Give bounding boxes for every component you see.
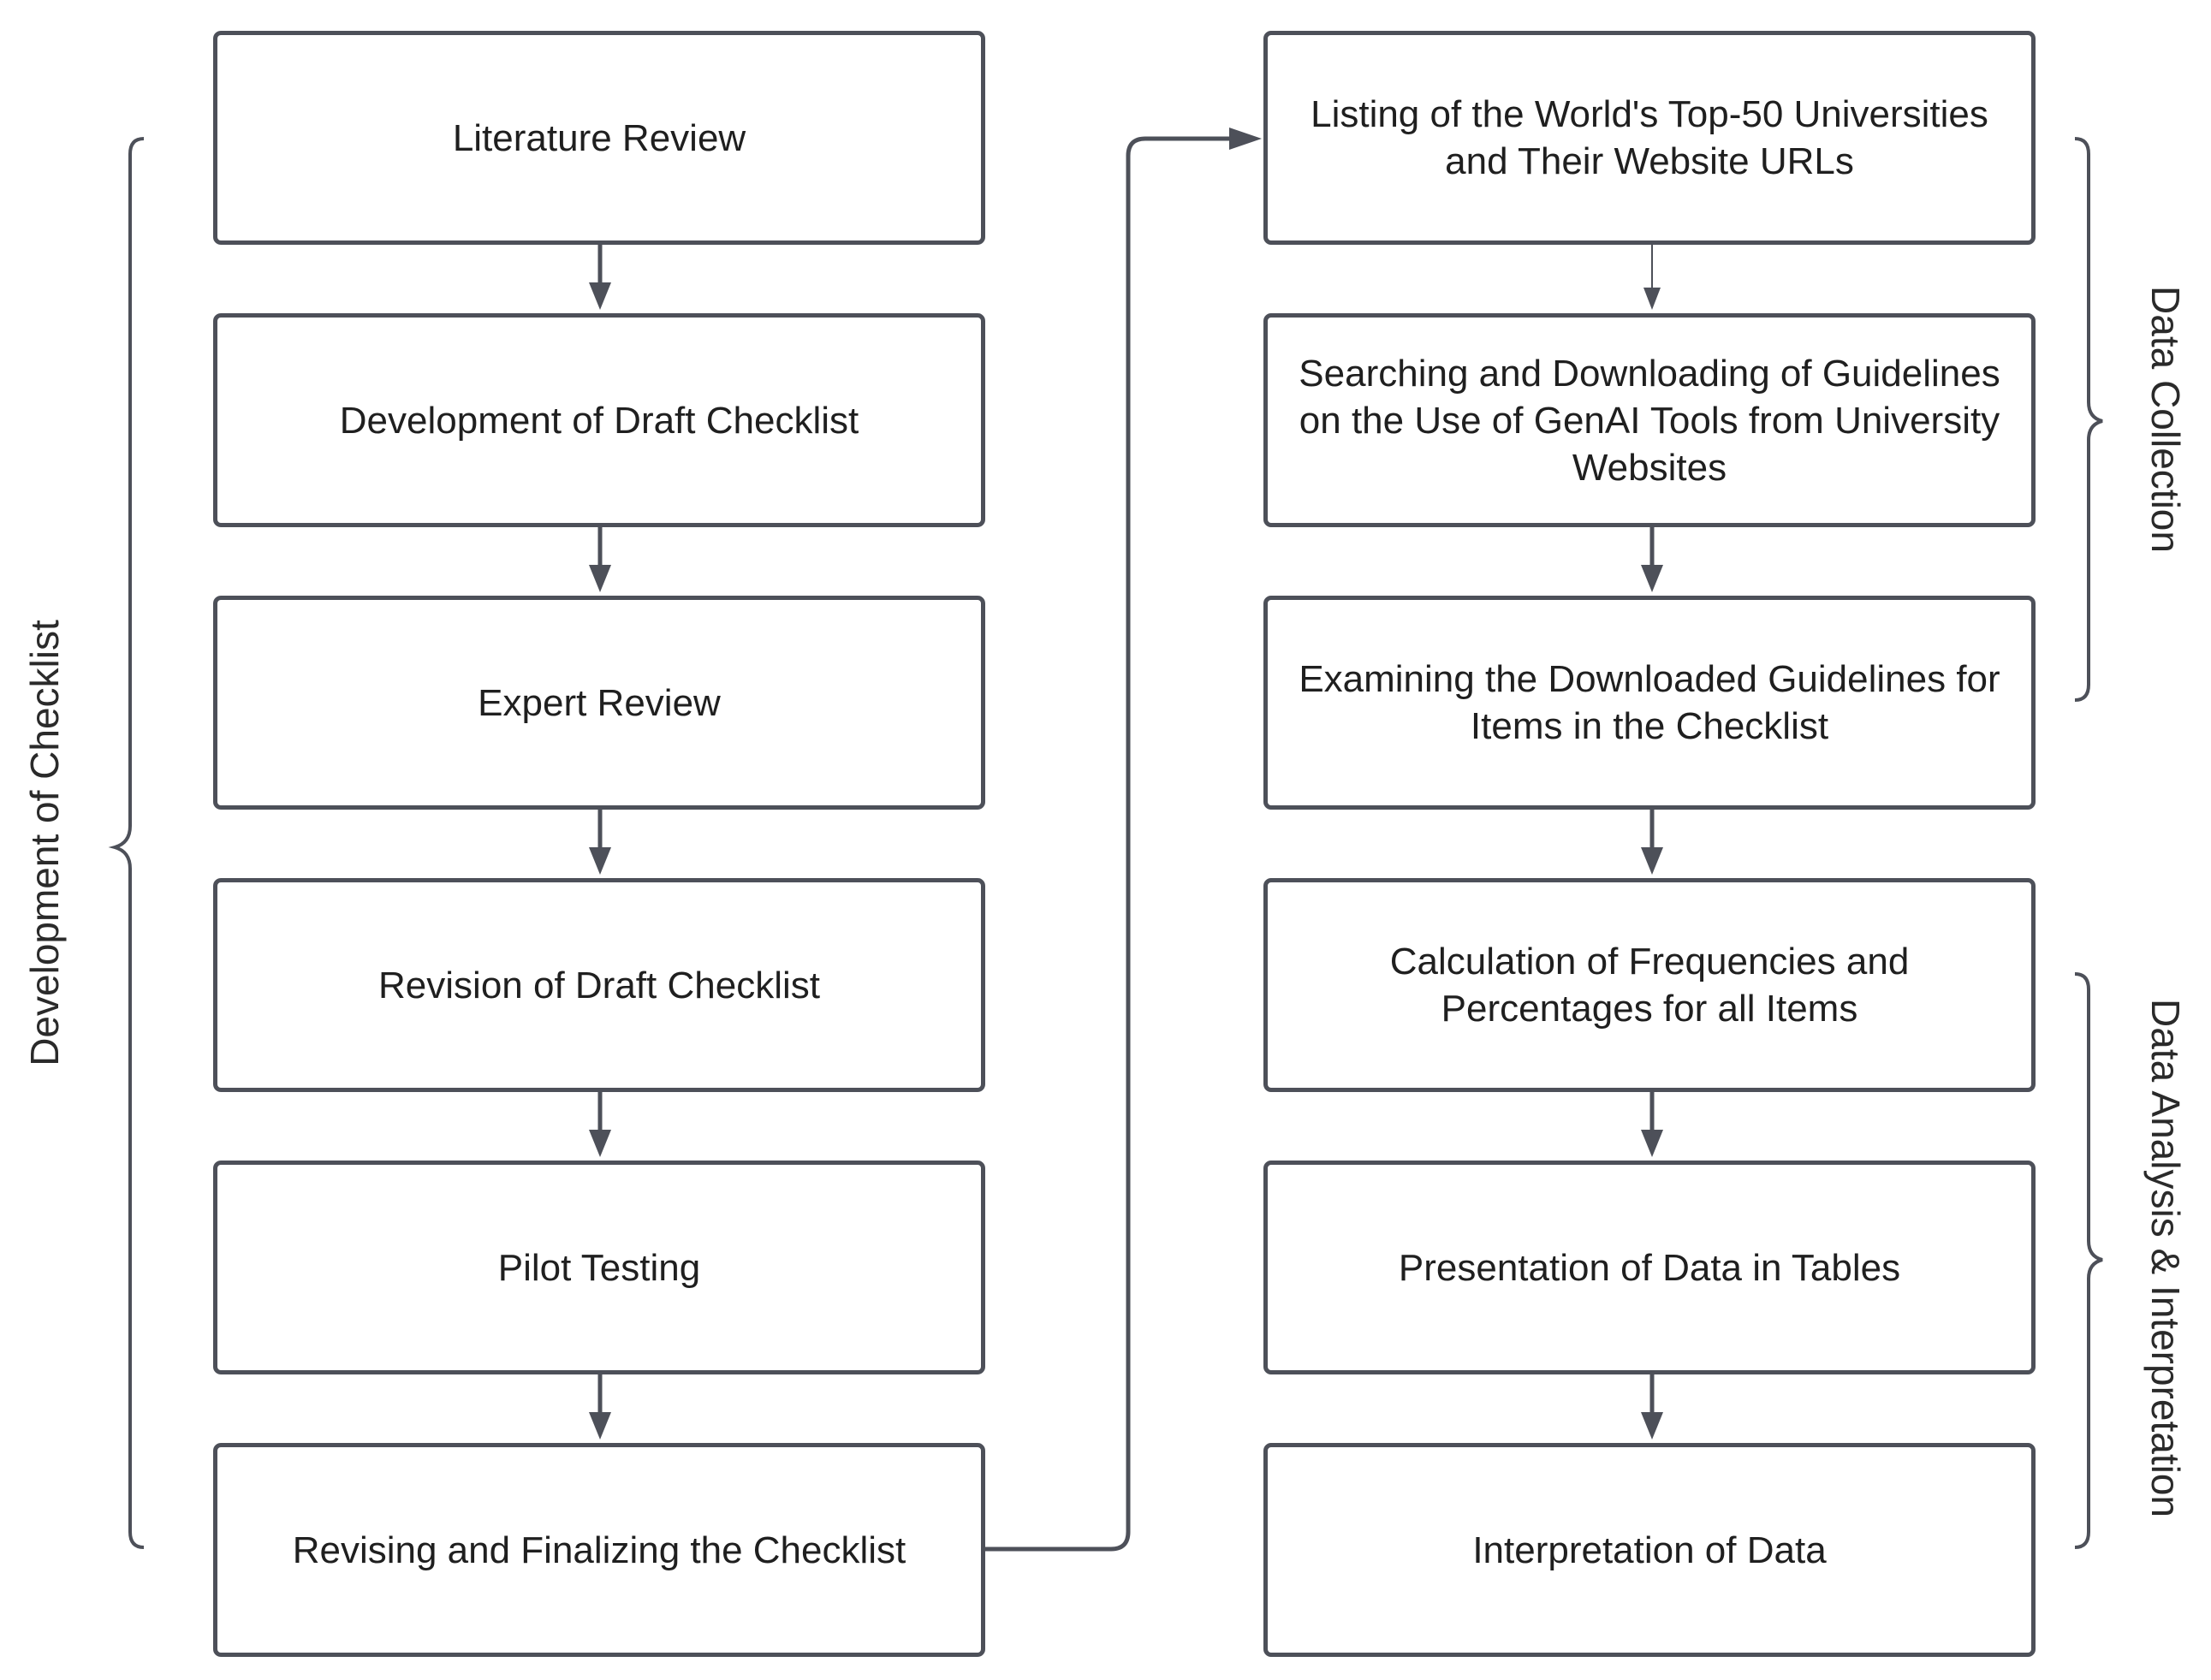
arrowhead-right-2-3 (1641, 565, 1663, 592)
step-presentation-tables: Presentation of Data in Tables (1263, 1161, 2036, 1374)
arrowhead-left-3-4 (589, 847, 611, 875)
arrowhead-left-4-5 (589, 1130, 611, 1157)
step-interpretation: Interpretation of Data (1263, 1443, 2036, 1657)
arrowhead-right-4-5 (1641, 1130, 1663, 1157)
arrowhead-right-3-4 (1641, 847, 1663, 875)
group-label-development: Development of Checklist (22, 620, 67, 1066)
step-revising-and-finalizing: Revising and Finalizing the Checklist (213, 1443, 985, 1657)
right-arrows (1641, 244, 1663, 1440)
arrowhead-right-5-6 (1641, 1412, 1663, 1440)
arrowhead-left-1-2 (589, 282, 611, 310)
step-searching-downloading-guidelines: Searching and Downloading of Guidelines … (1263, 313, 2036, 527)
group-label-data-collection: Data Collection (2143, 286, 2188, 553)
step-pilot-testing: Pilot Testing (213, 1161, 985, 1374)
arrowhead-connector (1229, 128, 1262, 150)
step-calculation-frequencies: Calculation of Frequencies and Percentag… (1263, 878, 2036, 1092)
step-revision-of-draft-checklist: Revision of Draft Checklist (213, 878, 985, 1092)
arrowhead-left-2-3 (589, 565, 611, 592)
step-development-of-draft-checklist: Development of Draft Checklist (213, 313, 985, 527)
step-listing-universities: Listing of the World's Top-50 Universiti… (1263, 31, 2036, 245)
brace-data-analysis (2074, 972, 2103, 1549)
connector-left-to-right (985, 136, 1233, 1552)
group-label-data-analysis: Data Analysis & Interpretation (2143, 999, 2188, 1517)
step-literature-review: Literature Review (213, 31, 985, 245)
brace-data-collection (2074, 137, 2103, 702)
brace-development (108, 137, 145, 1549)
braces (108, 137, 2103, 1549)
left-arrows (589, 244, 611, 1440)
arrowhead-left-5-6 (589, 1412, 611, 1440)
step-examining-guidelines: Examining the Downloaded Guidelines for … (1263, 596, 2036, 810)
arrowhead-right-1-2 (1643, 288, 1661, 310)
step-expert-review: Expert Review (213, 596, 985, 810)
column-connector (985, 128, 1262, 1552)
